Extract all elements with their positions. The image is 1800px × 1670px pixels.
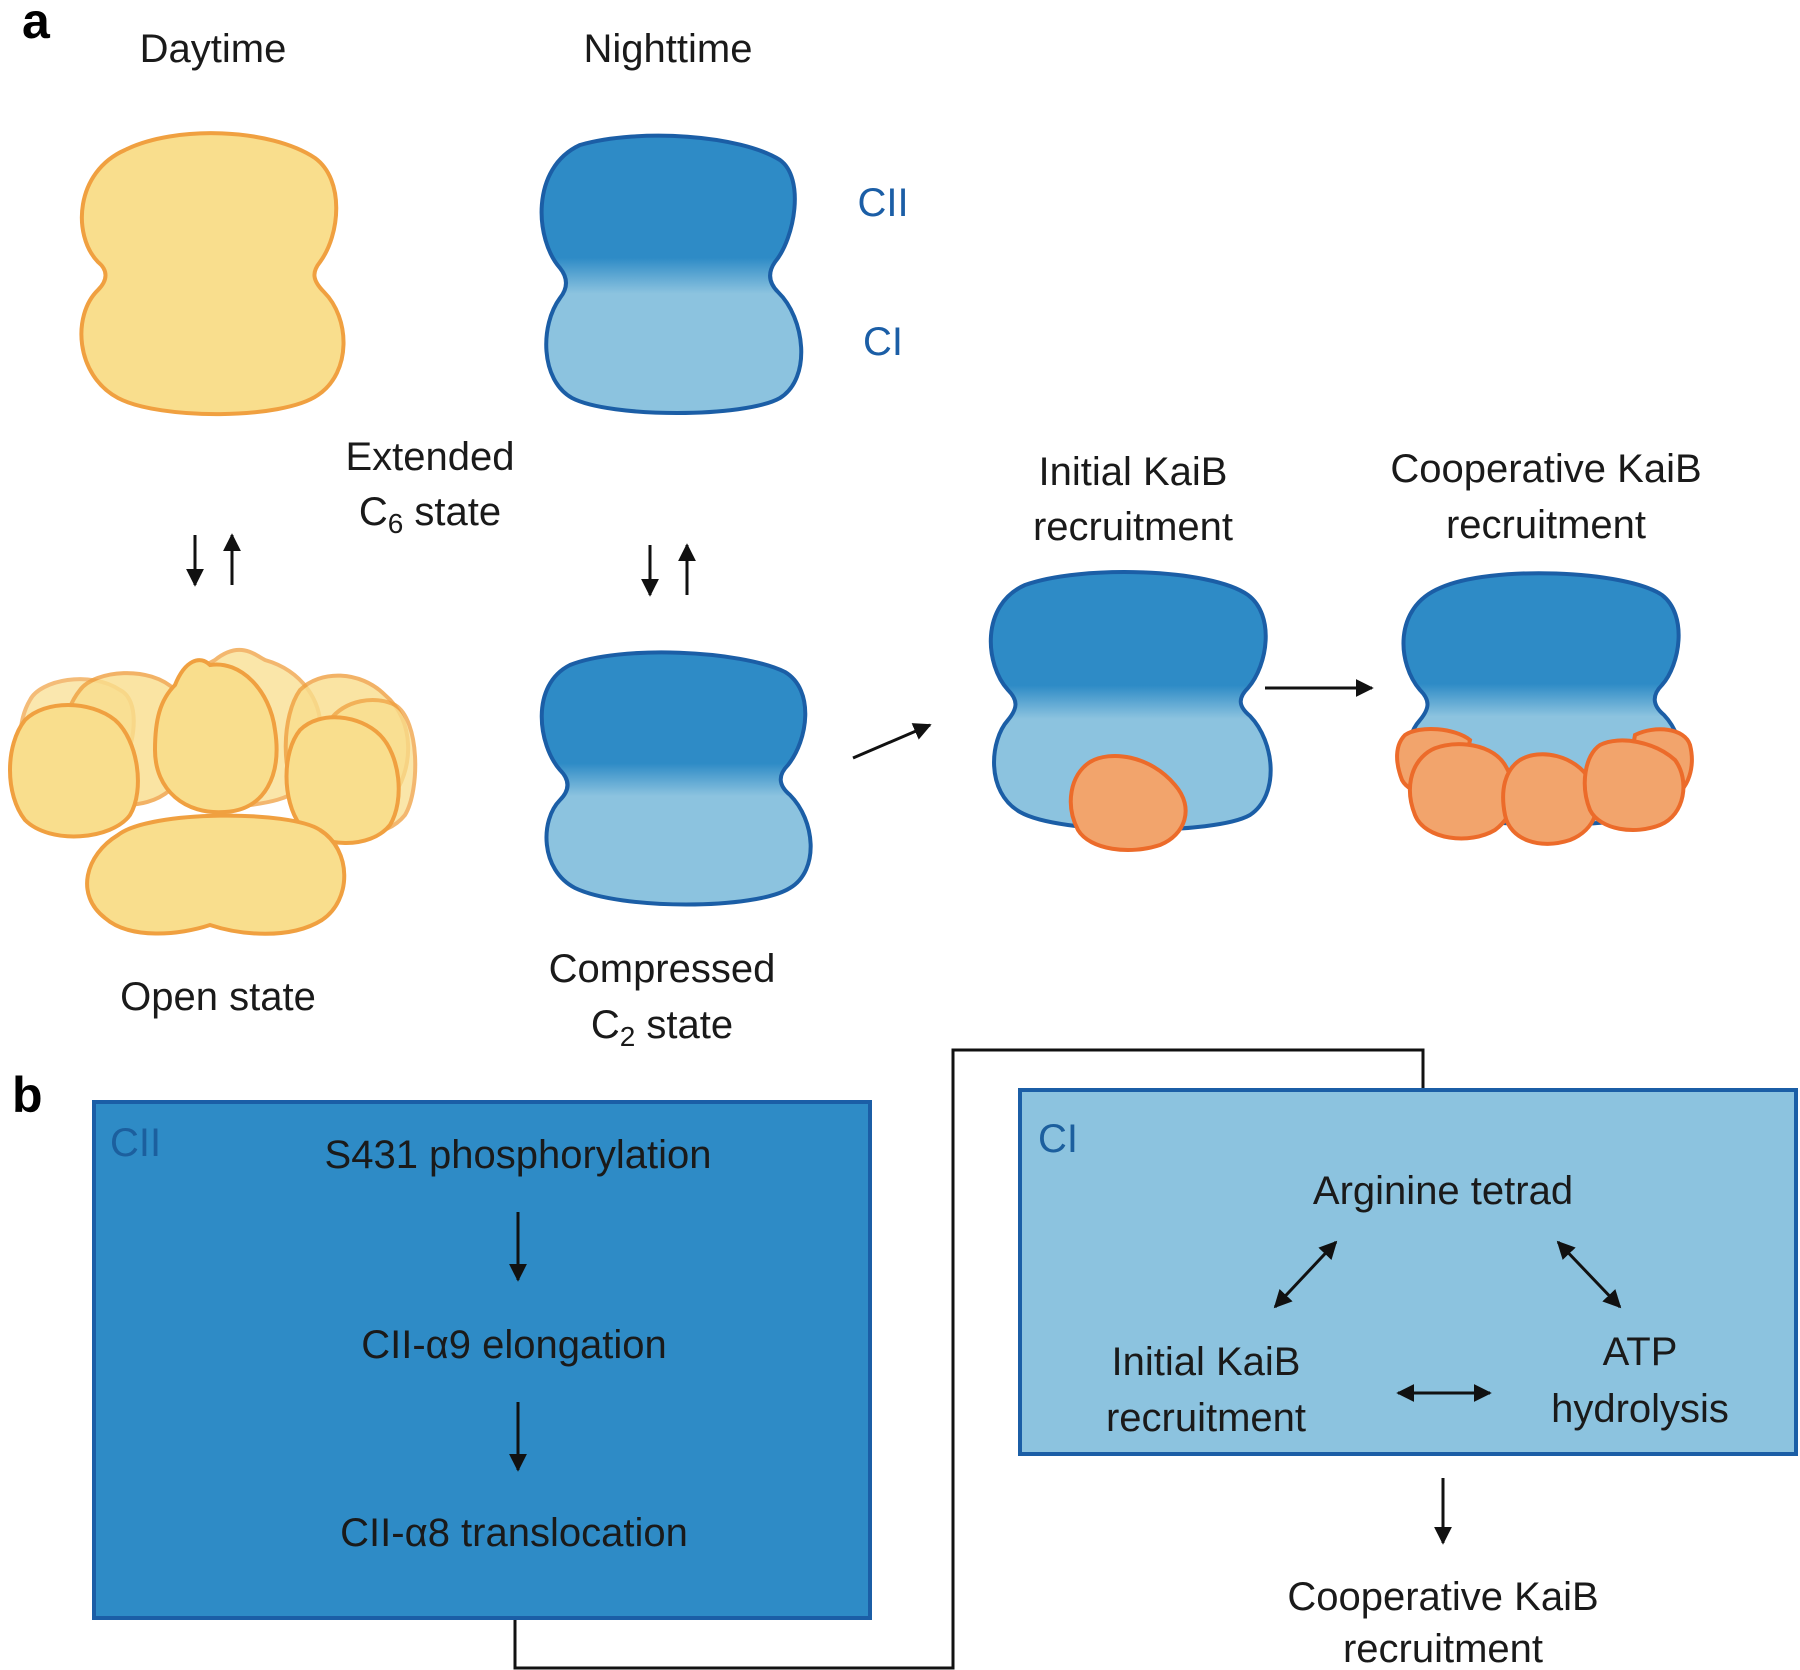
b-coop-line1: Cooperative KaiB <box>1287 1575 1598 1619</box>
kaib-monomers-cooperative <box>1395 727 1694 846</box>
compressed-label-line1: Compressed <box>549 947 776 991</box>
cii-box <box>92 1100 872 1620</box>
ci-initial-line2: recruitment <box>1106 1396 1306 1440</box>
compressed-label-line2: C2 state <box>591 1003 733 1052</box>
cii-a9-elongation: CII-α9 elongation <box>361 1323 667 1367</box>
initial-label-line1: Initial KaiB <box>1039 450 1228 494</box>
daytime-label: Daytime <box>140 27 287 71</box>
cii-to-ci-connector <box>513 1048 1432 1670</box>
cii-domain-label: CII <box>857 181 908 225</box>
open-state-label: Open state <box>120 975 316 1019</box>
coop-label-line1: Cooperative KaiB <box>1390 447 1701 491</box>
cii-box-label: CII <box>110 1121 161 1165</box>
ci-domain-label: CI <box>863 320 903 364</box>
initial-label-line2: recruitment <box>1033 505 1233 549</box>
ci-box-label: CI <box>1038 1117 1078 1161</box>
panel-a-letter: a <box>22 0 51 49</box>
ci-initial-line1: Initial KaiB <box>1112 1340 1301 1384</box>
atp-line2: hydrolysis <box>1551 1387 1729 1431</box>
nighttime-kaic-shape <box>539 133 804 415</box>
b-coop-line2: recruitment <box>1343 1627 1543 1670</box>
panel-b-letter: b <box>12 1067 43 1123</box>
compressed-kaic-shape <box>539 650 813 907</box>
extended-label-line2: C6 state <box>359 490 501 539</box>
arginine-atp-arrow <box>1556 1240 1622 1309</box>
extended-label-line1: Extended <box>345 435 514 479</box>
coop-label-line2: recruitment <box>1446 503 1646 547</box>
atp-line1: ATP <box>1603 1330 1678 1374</box>
open-state-monomers <box>8 648 418 936</box>
daytime-kaic-shape <box>79 131 346 417</box>
kaib-monomer-initial <box>1068 754 1188 852</box>
cii-a8-translocation: CII-α8 translocation <box>340 1511 688 1555</box>
arginine-tetrad: Arginine tetrad <box>1313 1169 1573 1213</box>
s431-phosphorylation: S431 phosphorylation <box>325 1133 712 1177</box>
arginine-initial-arrow <box>1273 1240 1338 1309</box>
arrow-to-initial <box>852 723 932 760</box>
initial-kaic-shape <box>988 570 1273 832</box>
nighttime-label: Nighttime <box>584 27 753 71</box>
